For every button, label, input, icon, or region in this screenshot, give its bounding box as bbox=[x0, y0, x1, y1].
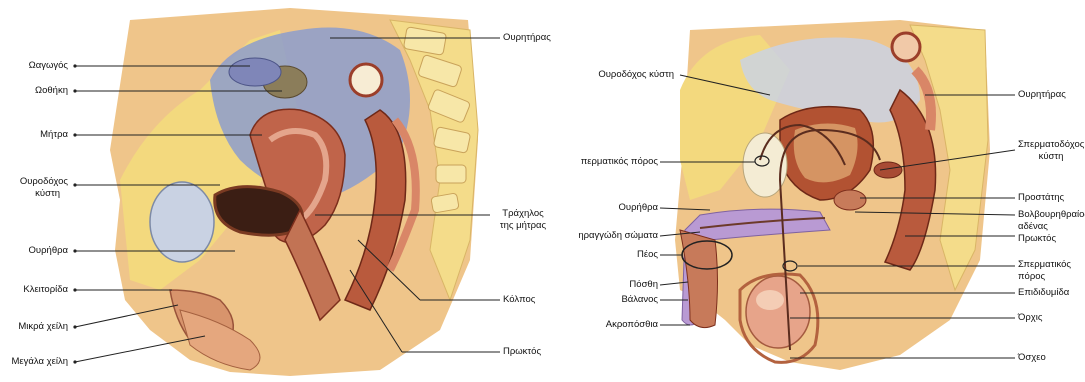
label-male-ureter: Ουρητήρας bbox=[1018, 89, 1066, 100]
male-testis bbox=[746, 276, 810, 348]
label-female-uterus: Μήτρα bbox=[0, 129, 68, 140]
female-bladder bbox=[150, 182, 214, 262]
label-female-urethra: Ουρήθρα bbox=[0, 245, 68, 256]
label-female-cervix-line1: Τράχηλος bbox=[493, 208, 553, 219]
label-male-glans: Βάλανος bbox=[560, 294, 658, 305]
label-male-epididymis: Επιδιδυμίδα bbox=[1018, 287, 1069, 298]
label-male-seminal-vesicle-line1: Σπερματοδόχος bbox=[1018, 139, 1084, 150]
label-male-bulbourethral-line2: αδένας bbox=[1018, 221, 1048, 232]
label-male-scrotum: Όσχεο bbox=[1018, 352, 1046, 363]
label-male-foreskin: Πόσθη bbox=[560, 279, 658, 290]
label-female-clitoris: Κλειτορίδα bbox=[0, 284, 68, 295]
female-ureter-circle bbox=[350, 64, 382, 96]
label-male-vas-deferens-right-line1: Σπερματικός bbox=[1018, 259, 1071, 270]
label-male-seminal-vesicle-line2: κύστη bbox=[1018, 151, 1084, 162]
male-ureter-circle bbox=[892, 33, 920, 61]
label-female-bladder-line1: Ουροδόχος bbox=[0, 176, 68, 187]
male-prostate bbox=[834, 190, 866, 210]
label-female-vagina: Κόλπος bbox=[503, 294, 535, 305]
label-male-urethra: Ουρήθρα bbox=[560, 202, 658, 213]
label-male-vas-deferens-left: περματικός πόρος bbox=[560, 156, 658, 167]
label-male-bladder: Ουροδόχος κύστη bbox=[560, 69, 674, 80]
label-male-vas-deferens-right-line2: πόρος bbox=[1018, 271, 1045, 282]
label-female-oviduct: Ωαγωγός bbox=[0, 60, 68, 71]
female-oviduct bbox=[229, 58, 281, 86]
label-female-ovary: Ωοθήκη bbox=[0, 85, 68, 96]
label-male-penis: Πέος bbox=[560, 249, 658, 260]
label-female-rectum: Πρωκτός bbox=[503, 346, 541, 357]
label-female-bladder-line2: κύστη bbox=[0, 188, 60, 199]
male-seminal-vesicle bbox=[874, 162, 902, 178]
female-diagram bbox=[73, 8, 500, 376]
label-male-corpora: ηραγγώδη σώματα bbox=[560, 230, 658, 241]
female-leader-dots bbox=[73, 64, 76, 363]
label-female-labia-minora: Μικρά χείλη bbox=[0, 321, 68, 332]
label-male-testis: Όρχις bbox=[1018, 312, 1042, 323]
label-male-bulbourethral-line1: Βολβουρηθραίος bbox=[1018, 209, 1085, 220]
label-female-ureter: Ουρητήρας bbox=[503, 32, 551, 43]
label-male-prepuce-tip: Ακροπόσθια bbox=[560, 319, 658, 330]
label-female-cervix-line2: της μήτρας bbox=[493, 220, 553, 231]
male-diagram bbox=[660, 20, 1015, 370]
label-male-prostate: Προστάτης bbox=[1018, 192, 1064, 203]
label-male-rectum: Πρωκτός bbox=[1018, 233, 1056, 244]
label-female-labia-majora: Μεγάλα χείλη bbox=[0, 356, 68, 367]
male-testis-highlight bbox=[756, 290, 784, 310]
